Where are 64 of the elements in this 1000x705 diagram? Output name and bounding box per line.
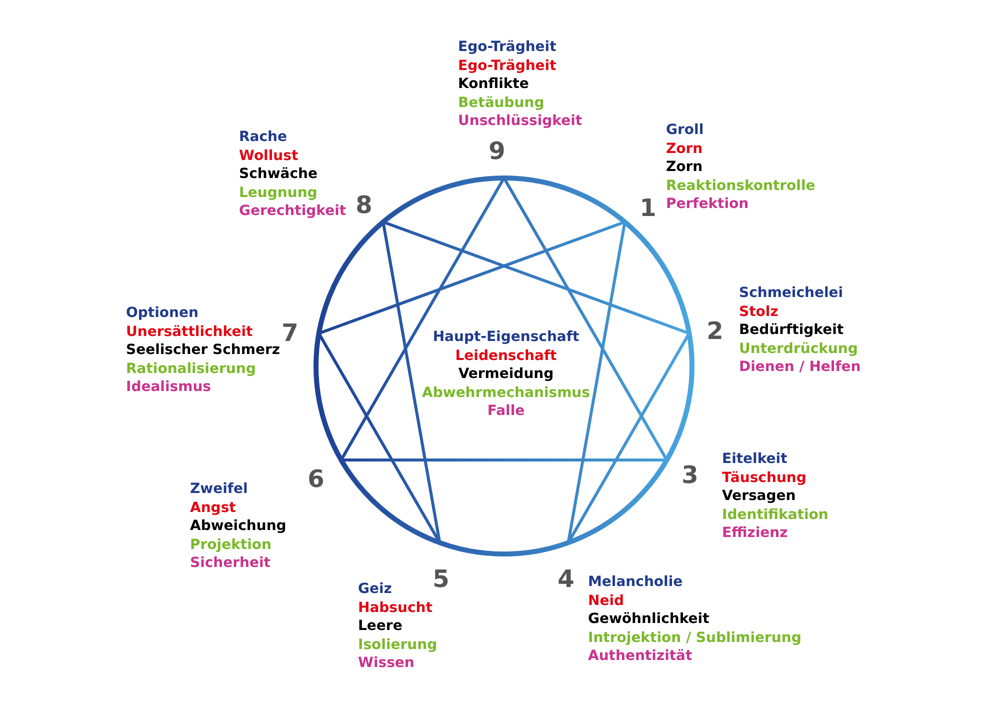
trait-label: Zorn (666, 140, 703, 158)
trait-label: Wissen (358, 654, 414, 672)
trait-label: Versagen (722, 487, 796, 506)
trait-label: Isolierung (358, 636, 438, 654)
point-number: 3 (680, 462, 700, 488)
point-number: 8 (354, 192, 374, 218)
trait-label: Täuschung (722, 468, 806, 487)
trait-label: Unschlüssigkeit (458, 112, 582, 130)
trait-label: Leere (358, 617, 402, 636)
connector-line (341, 458, 667, 462)
trait-label: Schmeichelei (739, 284, 844, 302)
key-label: Falle (487, 402, 525, 420)
connector-line (382, 220, 690, 335)
trait-label: Dienen / Helfen (739, 358, 861, 376)
point-number: 7 (280, 320, 300, 346)
trait-label: Geiz (358, 580, 392, 598)
trait-label: Reaktionskontrolle (666, 176, 816, 195)
trait-label: Gerechtigkeit (239, 202, 346, 220)
trait-label: Effizienz (722, 524, 788, 542)
point-number: 2 (705, 318, 725, 344)
connector-line (566, 222, 626, 543)
trait-label: Rationalisierung (126, 360, 256, 378)
trait-label: Zorn (666, 158, 703, 176)
key-label: Abwehrmechanismus (422, 384, 590, 402)
point-number: 9 (487, 138, 507, 164)
trait-label: Bedürftigkeit (739, 321, 844, 340)
point-number: 5 (431, 566, 451, 592)
trait-label: Melancholie (588, 573, 683, 592)
trait-label: Stolz (739, 302, 778, 321)
key-label: Leidenschaft (455, 346, 557, 365)
trait-label: Ego-Trägheit (458, 38, 556, 56)
trait-label: Rache (239, 128, 287, 146)
point-number: 1 (638, 195, 658, 221)
trait-label: Eitelkeit (722, 450, 788, 468)
key-label: Haupt-Eigenschaft (432, 328, 580, 346)
trait-label: Neid (588, 592, 624, 610)
trait-label: Unersättlichkeit (126, 322, 253, 341)
trait-label: Unterdrückung (739, 340, 858, 358)
trait-label: Konflikte (458, 75, 529, 94)
trait-label: Seelischer Schmerz (126, 341, 280, 360)
trait-label: Groll (666, 121, 704, 140)
trait-label: Introjektion / Sublimierung (588, 628, 802, 647)
connector-line (382, 222, 442, 543)
trait-label: Sicherheit (190, 554, 270, 572)
trait-label: Angst (190, 498, 236, 517)
trait-label: Wollust (239, 146, 298, 165)
trait-label: Optionen (126, 304, 198, 322)
trait-label: Habsucht (358, 598, 432, 617)
point-number: 4 (556, 566, 576, 592)
trait-label: Abweichung (190, 517, 286, 536)
trait-label: Betäubung (458, 94, 544, 112)
trait-label: Authentizität (588, 647, 692, 666)
trait-label: Schwäche (239, 165, 318, 184)
trait-label: Ego-Trägheit (458, 56, 556, 75)
trait-label: Idealismus (126, 378, 211, 396)
trait-label: Zweifel (190, 480, 248, 498)
trait-label: Projektion (190, 536, 272, 554)
trait-label: Gewöhnlichkeit (588, 610, 710, 628)
trait-label: Perfektion (666, 195, 749, 214)
key-label: Vermeidung (458, 365, 554, 384)
trait-label: Identifikation (722, 506, 828, 524)
connector-line (318, 220, 626, 335)
point-number: 6 (306, 466, 326, 492)
trait-label: Leugnung (239, 184, 318, 202)
